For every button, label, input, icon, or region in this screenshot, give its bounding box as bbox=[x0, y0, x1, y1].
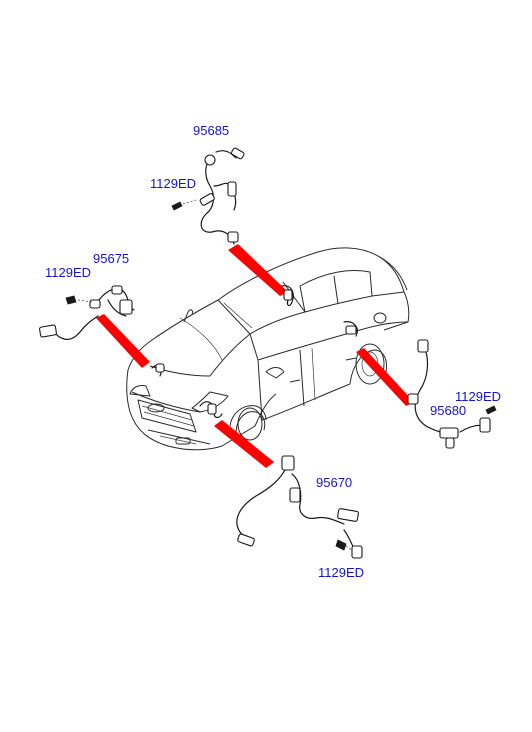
pointer-front-left bbox=[96, 314, 150, 368]
sensor-assembly-rear-right bbox=[343, 321, 497, 449]
label-1129ed-right: 1129ED bbox=[455, 389, 502, 404]
pointer-rear-top bbox=[228, 244, 288, 296]
label-1129ed-left: 1129ED bbox=[45, 265, 92, 280]
pointer-rear-right bbox=[356, 348, 414, 406]
label-95670: 95670 bbox=[316, 475, 353, 490]
label-95675: 95675 bbox=[93, 251, 130, 266]
label-95685: 95685 bbox=[193, 123, 230, 138]
pointer-front-bottom bbox=[214, 420, 274, 468]
sensor-assembly-front-bottom bbox=[199, 401, 363, 559]
sensor-assembly-rear-top bbox=[171, 147, 294, 307]
label-1129ed-bottom: 1129ED bbox=[318, 565, 365, 580]
sensor-assembly-front-left bbox=[39, 285, 165, 377]
pointer-arrows bbox=[96, 244, 414, 468]
label-95680: 95680 bbox=[430, 403, 467, 418]
label-1129ed-top: 1129ED bbox=[150, 176, 197, 191]
